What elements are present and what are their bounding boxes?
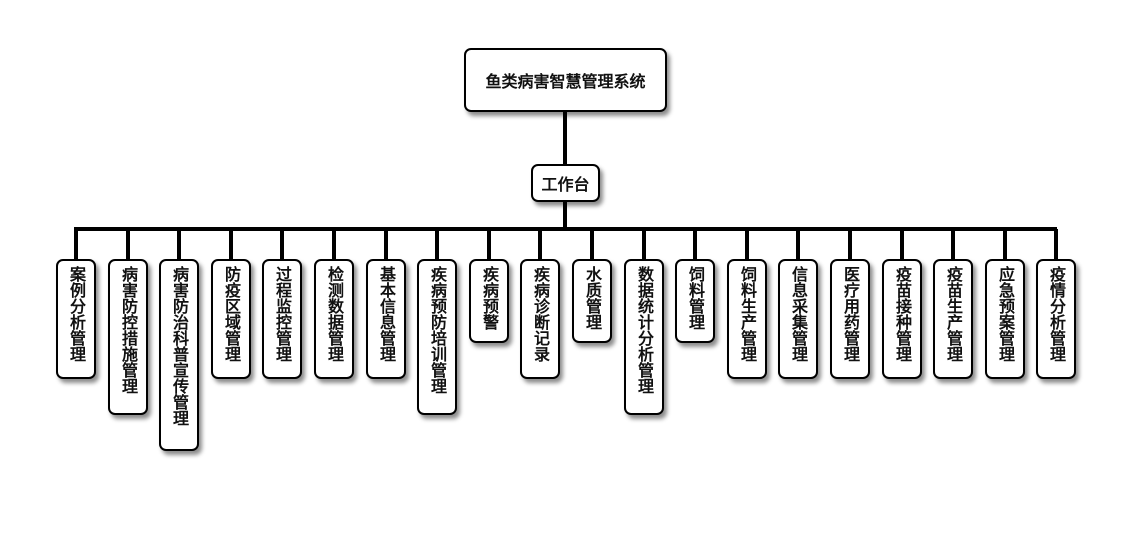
module-label: 过程监控管理 [273, 266, 292, 362]
module-node: 水质管理 [572, 259, 612, 343]
module-connector [590, 229, 594, 259]
module-node: 检测数据管理 [314, 259, 354, 379]
hub-node: 工作台 [531, 164, 600, 202]
module-label: 医疗用药管理 [841, 266, 860, 362]
module-connector [229, 229, 233, 259]
module-label: 疾病预警 [480, 266, 499, 330]
module-label: 病害防控措施管理 [119, 266, 138, 394]
module-node: 案例分析管理 [56, 259, 96, 379]
module-connector [435, 229, 439, 259]
module-connector [900, 229, 904, 259]
module-node: 病害防控措施管理 [108, 259, 148, 415]
module-connector [280, 229, 284, 259]
module-node: 疾病预警 [469, 259, 509, 343]
module-connector [745, 229, 749, 259]
module-connector [951, 229, 955, 259]
module-node: 数据统计分析管理 [624, 259, 664, 415]
module-label: 检测数据管理 [325, 266, 344, 362]
module-label: 病害防治科普宣传管理 [170, 266, 189, 426]
module-node: 医疗用药管理 [830, 259, 870, 379]
hub-label: 工作台 [541, 175, 590, 194]
module-label: 疫苗接种管理 [893, 266, 912, 362]
module-node: 疫情分析管理 [1036, 259, 1076, 379]
module-connector [126, 229, 130, 259]
module-node: 饲料生产管理 [727, 259, 767, 379]
module-connector [332, 229, 336, 259]
module-label: 饲料管理 [686, 266, 705, 330]
module-connector [74, 229, 78, 259]
module-label: 信息采集管理 [789, 266, 808, 362]
module-node: 饲料管理 [675, 259, 715, 343]
module-connector [538, 229, 542, 259]
root-hub-connector [563, 112, 567, 164]
module-label: 疫苗生产管理 [944, 266, 963, 362]
module-connector [1003, 229, 1007, 259]
hub-bus-connector [563, 202, 567, 229]
module-label: 疫情分析管理 [1047, 266, 1066, 362]
module-node: 疫苗接种管理 [882, 259, 922, 379]
module-label: 基本信息管理 [377, 266, 396, 362]
module-connector [848, 229, 852, 259]
horizontal-bus [74, 227, 1057, 231]
module-node: 病害防治科普宣传管理 [159, 259, 199, 451]
module-label: 水质管理 [583, 266, 602, 330]
module-connector [384, 229, 388, 259]
module-label: 数据统计分析管理 [635, 266, 654, 394]
module-label: 饲料生产管理 [738, 266, 757, 362]
module-label: 应急预案管理 [996, 266, 1015, 362]
module-connector [796, 229, 800, 259]
module-label: 案例分析管理 [67, 266, 86, 362]
root-label: 鱼类病害智慧管理系统 [485, 72, 646, 91]
root-node: 鱼类病害智慧管理系统 [464, 48, 667, 112]
module-connector [487, 229, 491, 259]
module-node: 应急预案管理 [985, 259, 1025, 379]
module-node: 过程监控管理 [262, 259, 302, 379]
module-label: 防疫区域管理 [222, 266, 241, 362]
module-label: 疾病诊断记录 [531, 266, 550, 362]
module-node: 疫苗生产管理 [933, 259, 973, 379]
module-label: 疾病预防培训管理 [428, 266, 447, 394]
module-node: 疾病诊断记录 [520, 259, 560, 379]
module-connector [177, 229, 181, 259]
module-connector [1054, 229, 1058, 259]
module-connector [693, 229, 697, 259]
module-connector [642, 229, 646, 259]
module-node: 疾病预防培训管理 [417, 259, 457, 415]
module-node: 信息采集管理 [778, 259, 818, 379]
module-node: 基本信息管理 [366, 259, 406, 379]
module-node: 防疫区域管理 [211, 259, 251, 379]
